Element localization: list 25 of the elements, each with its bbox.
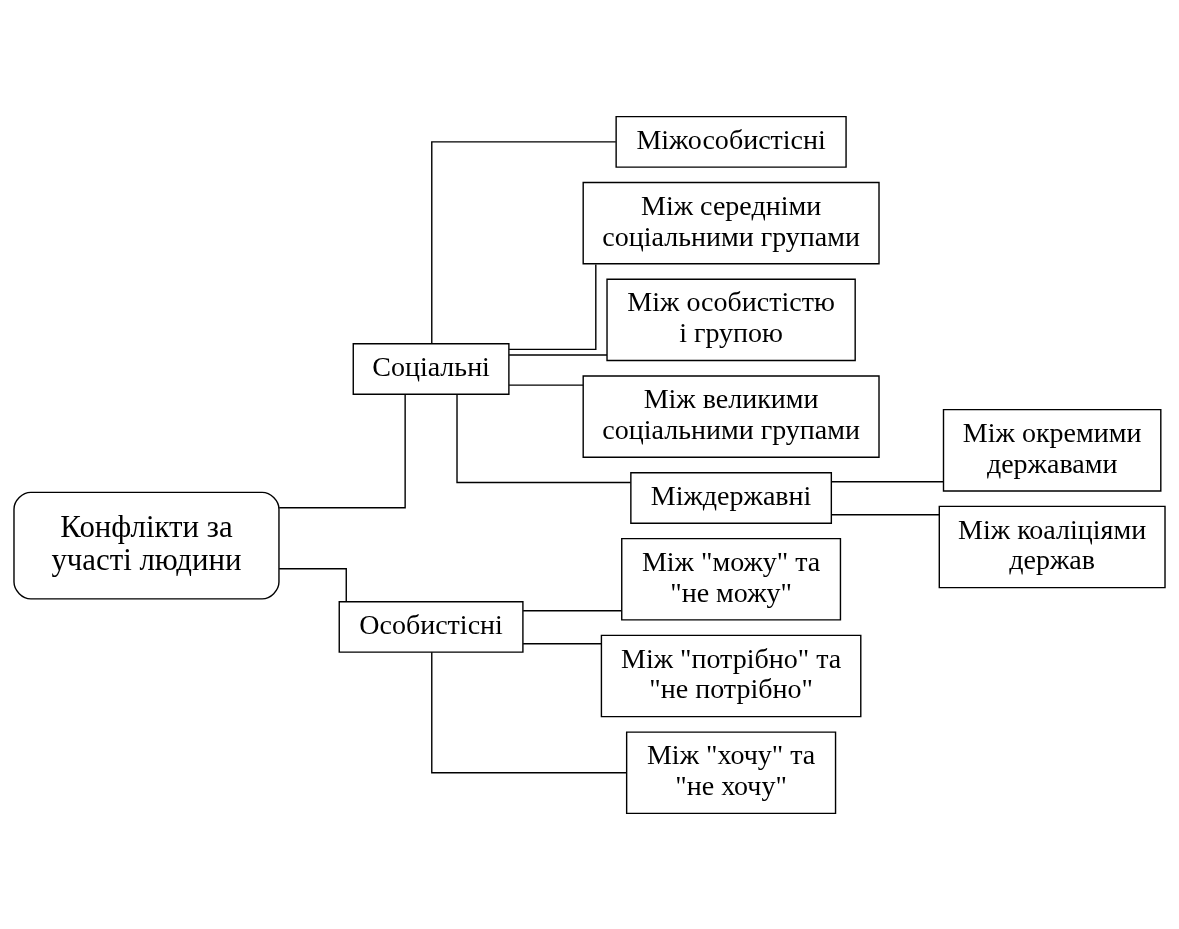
node-box: Між "можу" та "не можу" [621, 537, 842, 621]
node-box: Міжособистісні [615, 115, 847, 168]
connector [278, 567, 347, 602]
node-box: Між коаліціями держав [938, 505, 1166, 588]
node-box: Між особистістю і групою [606, 278, 856, 361]
node-box: Між великими соціальними групами [582, 374, 880, 458]
node-box: Конфлікти за участі людини [13, 491, 280, 600]
node-box: Між середніми соціальними групами [582, 181, 880, 264]
connector [508, 383, 584, 386]
connector [508, 263, 597, 350]
connector [431, 651, 628, 773]
connector [522, 609, 622, 611]
node-box: Між окремими державами [942, 408, 1162, 492]
connector [830, 480, 944, 482]
connector [830, 513, 940, 515]
node-box: Соціальні [352, 342, 510, 395]
connector [508, 353, 608, 356]
node-box: Особистісні [338, 600, 524, 653]
connector [456, 393, 632, 483]
connector [522, 642, 602, 644]
node-box: Між "потрібно" та "не потрібно" [600, 634, 862, 717]
node-box: Між "хочу" та "не хочу" [625, 730, 837, 814]
connector [431, 140, 617, 344]
connector [278, 393, 406, 508]
node-box: Міждержавні [630, 471, 833, 524]
